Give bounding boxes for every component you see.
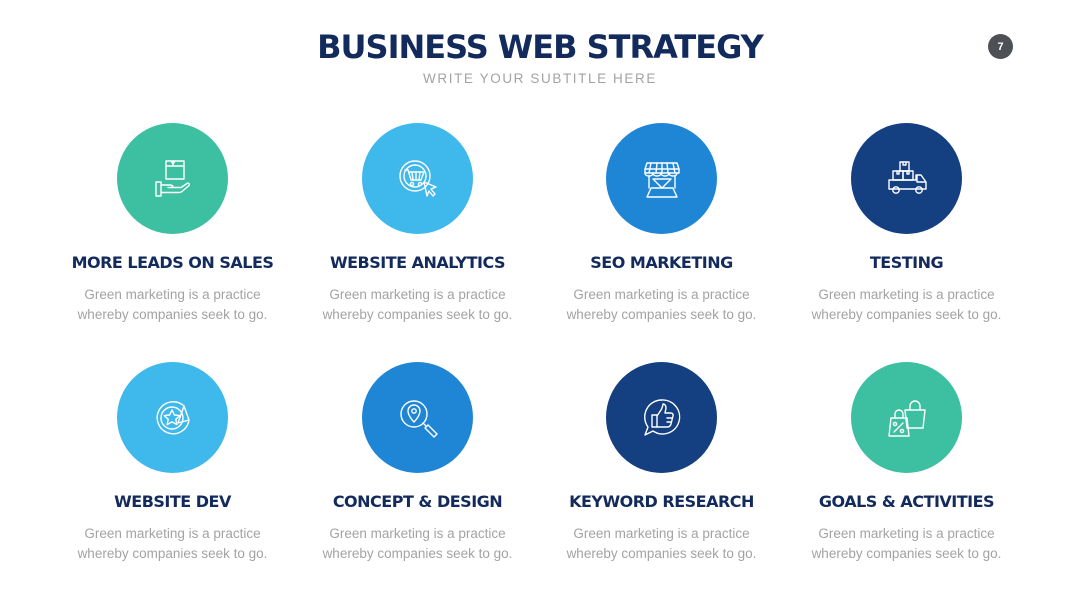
feature-description: Green marketing is a practice whereby co… xyxy=(566,287,757,322)
feature-description: Green marketing is a practice whereby co… xyxy=(811,526,1002,561)
feature-icon-circle xyxy=(362,362,473,473)
location-search-icon xyxy=(399,399,438,438)
feature-title: WEBSITE ANALYTICS xyxy=(329,253,506,272)
feature-icon-circle xyxy=(362,123,473,234)
feature-title: GOALS & ACTIVITIES xyxy=(818,492,995,511)
feature-card-testing: TESTING Green marketing is a practice wh… xyxy=(784,123,1029,333)
feature-description: Green marketing is a practice whereby co… xyxy=(322,287,513,322)
feature-card-concept-design: CONCEPT & DESIGN Green marketing is a pr… xyxy=(295,362,540,572)
star-sticker-icon xyxy=(155,400,190,434)
shopping-bags-icon xyxy=(887,399,926,437)
page-title: BUSINESS WEB STRATEGY xyxy=(317,28,764,66)
feature-title: TESTING xyxy=(869,253,944,272)
feature-title: KEYWORD RESEARCH xyxy=(569,492,754,511)
feature-card-website-dev: WEBSITE DEV Green marketing is a practic… xyxy=(50,362,295,572)
feature-icon-circle xyxy=(117,123,228,234)
feature-description: Green marketing is a practice whereby co… xyxy=(77,287,268,322)
feature-icon-circle xyxy=(117,362,228,473)
feature-icon-circle xyxy=(851,123,962,234)
feature-title: WEBSITE DEV xyxy=(114,492,231,511)
delivery-truck-icon xyxy=(887,160,927,194)
feature-card-keyword-research: KEYWORD RESEARCH Green marketing is a pr… xyxy=(539,362,784,572)
feature-description: Green marketing is a practice whereby co… xyxy=(566,526,757,561)
feature-icon-circle xyxy=(606,123,717,234)
feature-icon-circle xyxy=(606,362,717,473)
box-hand-icon xyxy=(154,159,190,197)
feature-icon-circle xyxy=(851,362,962,473)
feature-card-goals-activities: GOALS & ACTIVITIES Green marketing is a … xyxy=(784,362,1029,572)
feature-card-seo-marketing: SEO MARKETING Green marketing is a pract… xyxy=(539,123,784,333)
feature-description: Green marketing is a practice whereby co… xyxy=(811,287,1002,322)
feature-title: SEO MARKETING xyxy=(590,253,733,272)
feature-title: MORE LEADS ON SALES xyxy=(71,253,274,272)
thumbs-up-bubble-icon xyxy=(643,398,680,436)
page-number-badge: 7 xyxy=(988,34,1013,59)
storefront-icon xyxy=(643,161,680,198)
feature-card-website-analytics: WEBSITE ANALYTICS Green marketing is a p… xyxy=(295,123,540,333)
cart-click-icon xyxy=(398,159,437,197)
feature-description: Green marketing is a practice whereby co… xyxy=(77,526,268,561)
feature-card-more-leads-on-sales: MORE LEADS ON SALES Green marketing is a… xyxy=(50,123,295,333)
page-subtitle: WRITE YOUR SUBTITLE HERE xyxy=(423,71,657,86)
feature-description: Green marketing is a practice whereby co… xyxy=(322,526,513,561)
feature-title: CONCEPT & DESIGN xyxy=(332,492,503,511)
